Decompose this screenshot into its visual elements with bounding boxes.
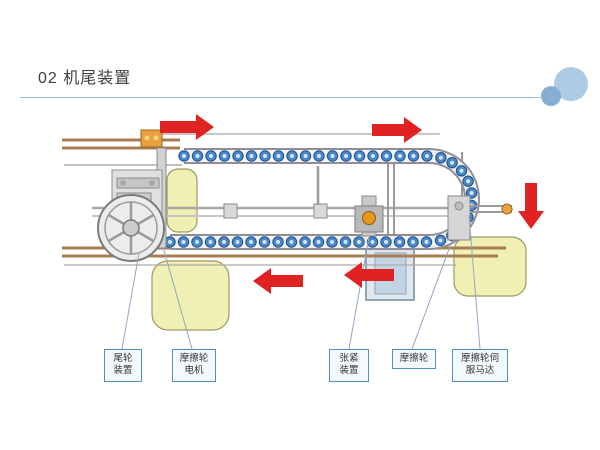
title-divider-line bbox=[20, 97, 582, 98]
tensioner-hub bbox=[362, 211, 376, 225]
callout-label-tail-wheel-device: 尾轮装置 bbox=[104, 349, 142, 382]
guard-top-left bbox=[166, 168, 198, 233]
flow-arrow-top-right bbox=[372, 117, 422, 143]
flow-arrow-bottom-right bbox=[344, 262, 394, 288]
flow-arrows bbox=[160, 114, 544, 294]
callout-label-friction-wheel: 摩擦轮 bbox=[392, 349, 436, 370]
beam-connector bbox=[313, 203, 328, 219]
tensioner bbox=[354, 195, 384, 237]
flow-arrow-top-left bbox=[160, 114, 214, 140]
servo-fitting bbox=[501, 203, 513, 215]
guard-right bbox=[453, 236, 527, 297]
decor-circles bbox=[541, 67, 588, 106]
rail-clamp bbox=[140, 129, 163, 148]
callout-lines bbox=[121, 214, 481, 350]
flow-arrow-bottom-left bbox=[253, 268, 303, 294]
flow-arrow-right-down bbox=[518, 183, 544, 229]
page-title: 02 机尾装置 bbox=[38, 70, 132, 87]
callout-label-friction-wheel-servo: 摩擦轮伺服马达 bbox=[452, 349, 508, 382]
tail-wheel-hub bbox=[122, 219, 140, 237]
callout-label-friction-wheel-motor: 摩擦轮电机 bbox=[172, 349, 216, 382]
tail-wheel-assembly bbox=[97, 129, 167, 262]
callout-label-tensioner-device: 张紧装置 bbox=[329, 349, 369, 382]
decor-circle-small bbox=[541, 86, 561, 106]
roller-chain bbox=[164, 148, 480, 250]
drive-end bbox=[447, 195, 513, 241]
beam-connector bbox=[223, 203, 238, 219]
decor-circle-large bbox=[554, 67, 588, 101]
chain-rollers bbox=[164, 150, 478, 248]
guard-bottom-left bbox=[151, 260, 230, 331]
